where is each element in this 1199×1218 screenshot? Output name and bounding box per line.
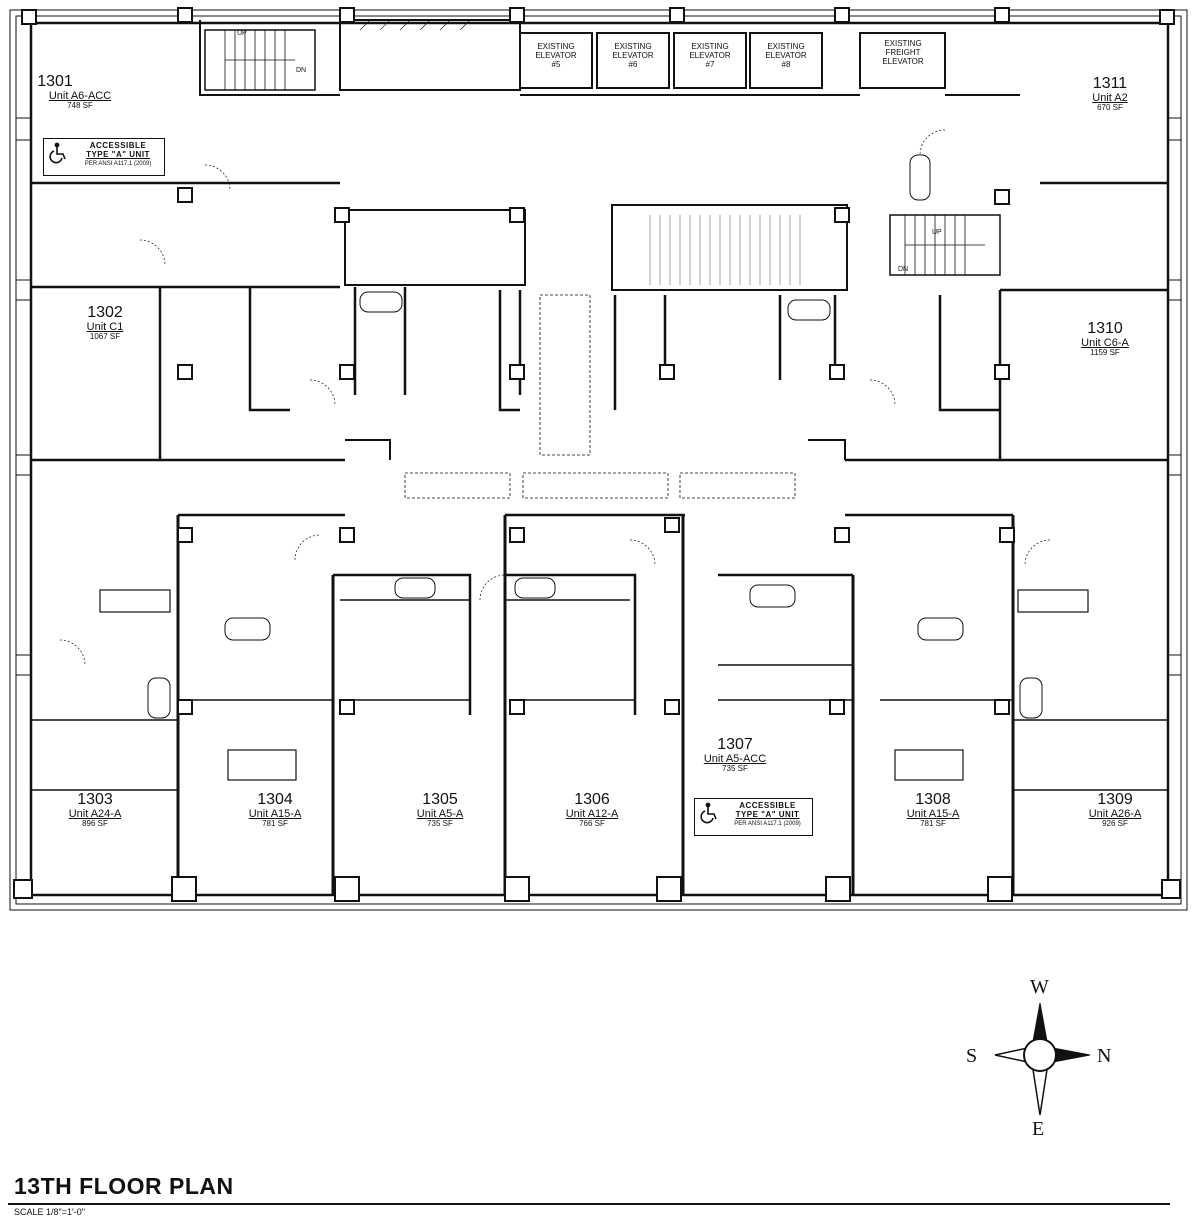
unit-area: 781 SF: [920, 819, 946, 829]
elevator-label-line: #7: [705, 60, 715, 70]
unit-number: 1301: [37, 73, 73, 90]
unit-type: Unit A5-ACC: [703, 752, 767, 765]
unit-type: Unit A24-A: [68, 807, 122, 820]
compass-north-label: N: [1097, 1045, 1112, 1067]
unit-type: Unit A5-A: [416, 807, 464, 820]
plan-title: 13TH FLOOR PLAN: [14, 1173, 234, 1199]
unit-type: Unit A15-A: [248, 807, 302, 820]
unit-type: Unit A6-ACC: [48, 89, 112, 102]
stair-up-label: UP: [237, 30, 247, 37]
plan-scale: SCALE 1/8"=1'-0": [14, 1207, 85, 1217]
accessible-note-line: TYPE "A" UNIT: [735, 810, 800, 819]
elevator-label-line: EXISTING: [767, 42, 805, 51]
elevator-label-line: ELEVATOR: [765, 51, 807, 61]
elevator-label-line: ELEVATOR: [535, 51, 577, 61]
wheelchair-icon: [700, 802, 717, 824]
elevator-label-line: EXISTING: [537, 42, 575, 51]
stair-down-label: DN: [898, 266, 909, 273]
unit-area: 1067 SF: [89, 332, 121, 342]
unit-area: 1159 SF: [1090, 348, 1120, 358]
unit-number: 1304: [257, 791, 293, 808]
unit-area: 896 SF: [82, 819, 108, 829]
elevator-label-line: #5: [551, 60, 561, 70]
stair-up-label: UP: [932, 229, 942, 236]
unit-number: 1303: [77, 791, 113, 808]
unit-number: 1311: [1092, 75, 1128, 92]
elevator-label-line: #8: [781, 60, 791, 70]
elevator-label-line: ELEVATOR: [689, 51, 731, 61]
wheelchair-icon: [49, 142, 66, 164]
title-divider: [8, 1203, 1170, 1205]
accessible-note-line: ACCESSIBLE: [739, 801, 796, 810]
compass-rose-icon: [994, 1002, 1091, 1116]
accessible-note-line: TYPE "A" UNIT: [86, 150, 150, 159]
unit-area: 735 SF: [427, 819, 453, 829]
unit-number: 1307: [717, 736, 753, 753]
unit-type: Unit A12-A: [565, 807, 619, 820]
elevator-label-line: FREIGHT: [885, 48, 921, 58]
accessible-note-line: ACCESSIBLE: [89, 141, 147, 150]
unit-type: Unit A2: [1092, 91, 1128, 104]
elevator-label-line: ELEVATOR: [882, 57, 924, 67]
unit-area: 670 SF: [1097, 103, 1123, 113]
unit-area: 781 SF: [262, 819, 288, 829]
unit-number: 1308: [915, 791, 951, 808]
accessible-unit-note: ACCESSIBLE TYPE "A" UNIT PER ANSI A117.1…: [694, 798, 813, 836]
unit-area: 766 SF: [579, 819, 605, 829]
unit-number: 1305: [422, 791, 458, 808]
elevator-label-line: ELEVATOR: [612, 51, 654, 61]
elevator-label-line: EXISTING: [614, 42, 652, 51]
unit-area: 926 SF: [1102, 819, 1128, 829]
unit-type: Unit C1: [86, 320, 124, 333]
unit-number: 1310: [1087, 320, 1123, 337]
unit-number: 1309: [1097, 791, 1133, 808]
elevator-label-line: EXISTING: [884, 39, 922, 48]
unit-type: Unit A15-A: [906, 807, 960, 820]
unit-area: 735 SF: [722, 764, 748, 774]
unit-number: 1306: [574, 791, 610, 808]
unit-type: Unit A26-A: [1088, 807, 1142, 820]
compass-east-label: E: [1032, 1118, 1045, 1140]
unit-number: 1302: [87, 304, 123, 321]
accessible-note-line: PER ANSI A117.1 (2009): [734, 821, 801, 827]
accessible-note-line: PER ANSI A117.1 (2009): [84, 161, 152, 167]
compass-west-label: W: [1030, 976, 1049, 998]
elevator-label-line: EXISTING: [691, 42, 729, 51]
accessible-unit-note: ACCESSIBLE TYPE "A" UNIT PER ANSI A117.1…: [43, 138, 165, 176]
unit-type: Unit C6-A: [1081, 336, 1129, 349]
elevator-label-line: #6: [628, 60, 638, 70]
compass-south-label: S: [966, 1045, 978, 1067]
unit-area: 748 SF: [67, 101, 93, 111]
stair-down-label: DN: [296, 67, 307, 74]
